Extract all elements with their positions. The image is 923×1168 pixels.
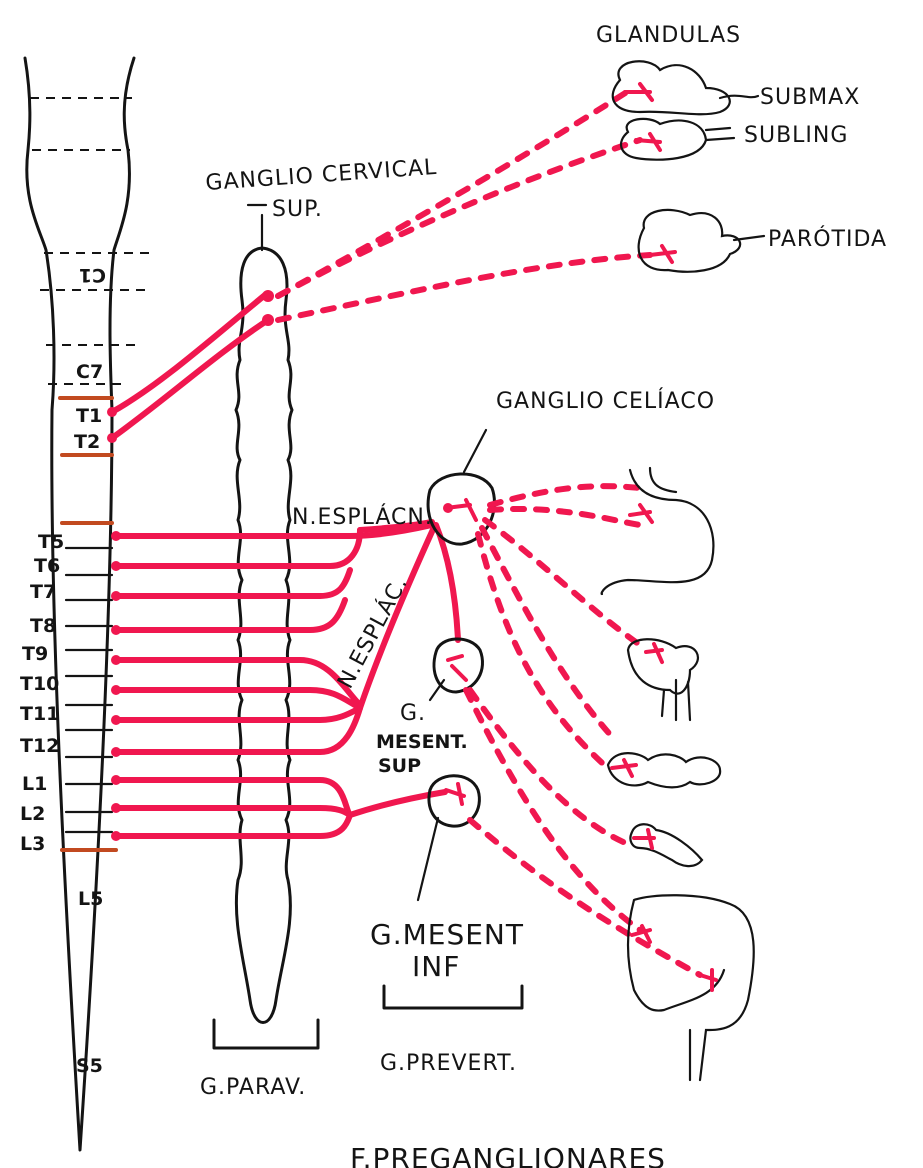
vertebra-label-t10: T10 xyxy=(20,673,59,695)
parotid-gland-icon xyxy=(639,210,741,272)
vertebra-label-t2: T2 xyxy=(74,431,100,453)
spinal-cord xyxy=(25,58,150,1150)
cervical-postganglionic-fibres xyxy=(278,90,650,320)
sup-mesenteric-label-3: SUP xyxy=(378,755,421,777)
salivary-glands: GLANDULAS SUBMAX SUBLING PARÓTIDA xyxy=(596,23,887,272)
vertebra-label-t1: T1 xyxy=(76,405,102,427)
vertebra-label-c1: C1 xyxy=(79,264,106,286)
paravertebral-label: G.PARAV. xyxy=(200,1075,306,1100)
subling-label: SUBLING xyxy=(744,123,848,148)
splanchnic-nerve-label: N.ESPLÁCN. xyxy=(292,504,433,530)
inf-mesenteric-label-2: INF xyxy=(412,950,460,983)
sublingual-gland-icon xyxy=(621,119,706,160)
submandibular-gland-icon xyxy=(613,61,730,114)
cervical-ganglion-label: GANGLIO CERVICAL xyxy=(205,155,438,196)
sup-mesenteric-label-1: G. xyxy=(400,701,426,726)
stomach-icon xyxy=(602,468,714,594)
sup-mesenteric-label-2: MESENT. xyxy=(376,731,468,753)
submax-label: SUBMAX xyxy=(760,85,860,110)
inferior-mesenteric-ganglion: G.MESENT INF G.PREVERT. xyxy=(370,776,524,1076)
bottom-title: F.PREGANGLIONARES xyxy=(350,1142,666,1168)
vertebra-label-s5: S5 xyxy=(76,1055,103,1077)
vertebra-label-t8: T8 xyxy=(30,615,56,637)
vertebra-label-l2: L2 xyxy=(20,803,45,825)
vertebra-label-t7: T7 xyxy=(30,581,56,603)
paravertebral-bracket xyxy=(214,1020,318,1048)
colon-icon xyxy=(628,895,754,1080)
vertebra-label-t6: T6 xyxy=(34,555,60,577)
thoracolumbar-fibres xyxy=(111,522,458,841)
prevertebral-label: G.PREVERT. xyxy=(380,1051,517,1076)
visceral-postganglionic-fibres xyxy=(466,486,700,975)
vertebra-label-t12: T12 xyxy=(20,735,59,757)
prevertebral-bracket xyxy=(384,986,522,1008)
vertebra-label-t11: T11 xyxy=(20,703,59,725)
cervical-ganglion-sup-label: SUP. xyxy=(272,197,323,222)
viscera xyxy=(602,468,754,1080)
inf-mesenteric-label-1: G.MESENT xyxy=(370,918,524,951)
celiac-ganglion: GANGLIO CELÍACO xyxy=(428,388,715,544)
superior-mesenteric-ganglion: G. MESENT. SUP xyxy=(376,639,483,777)
glands-label: GLANDULAS xyxy=(596,23,741,48)
celiac-ganglion-label: GANGLIO CELÍACO xyxy=(496,388,715,414)
vertebra-label-l5: L5 xyxy=(78,888,103,910)
parotid-label: PARÓTIDA xyxy=(768,226,887,252)
sympathetic-chain xyxy=(236,205,292,1023)
vertebra-label-t5: T5 xyxy=(38,531,64,553)
vertebra-label-l3: L3 xyxy=(20,833,45,855)
vertebra-label-t9: T9 xyxy=(22,643,48,665)
duodenum-icon xyxy=(630,824,702,866)
vertebra-label-l1: L1 xyxy=(22,773,47,795)
cervical-preganglionic-fibres xyxy=(107,290,274,443)
vertebra-label-c7: C7 xyxy=(76,361,103,383)
